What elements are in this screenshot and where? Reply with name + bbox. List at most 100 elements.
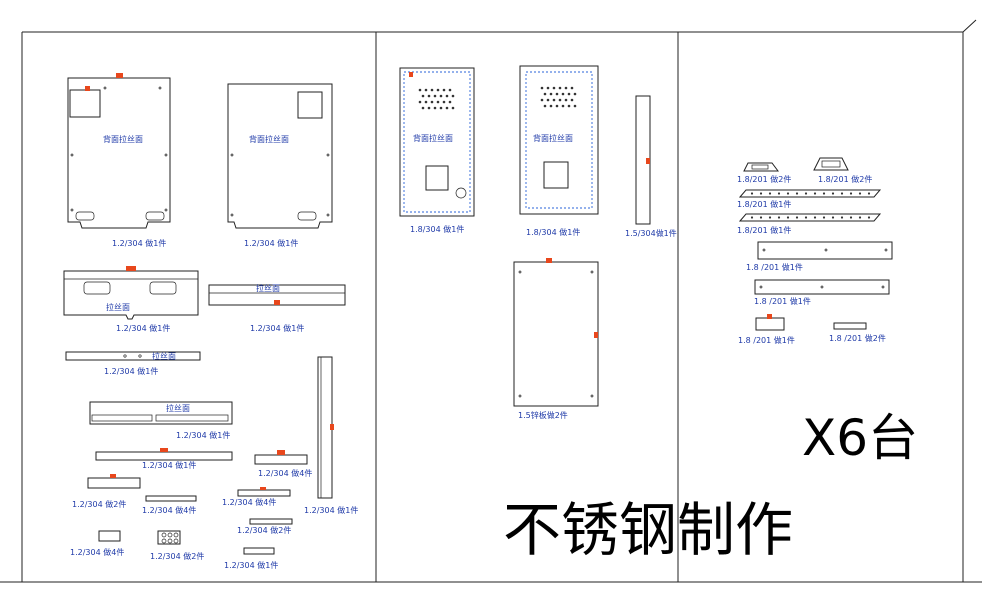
zinc-plate <box>513 258 599 407</box>
perforation-hole <box>552 98 556 102</box>
perforation-hole <box>561 104 565 108</box>
rail-hole <box>777 192 781 195</box>
rail-hole <box>849 216 853 219</box>
perforation-hole <box>570 86 574 90</box>
part-label: 1.2/304 做1件 <box>142 460 196 470</box>
part-label: 1.8/201 做2件 <box>818 174 872 184</box>
surface-text: 拉丝面 <box>152 351 176 361</box>
left-panel: 背面拉丝面 背面拉丝面 1.2/304 做1件 1.2/304 做1件 拉丝面 … <box>63 73 358 570</box>
vertical-post <box>317 356 334 499</box>
clip-r1 <box>755 314 785 331</box>
perforation-hole <box>448 88 452 92</box>
back-panel-1: 背面拉丝面 <box>67 73 171 229</box>
perforation-hole <box>451 94 455 98</box>
part-label: 1.5/304做1件 <box>625 228 677 238</box>
part-label: 1.2/304 做1件 <box>250 323 304 333</box>
part-label: 1.2/304 做4件 <box>258 468 312 478</box>
part-label: 1.8 /201 做1件 <box>738 335 795 345</box>
part-label: 1.8 /201 做1件 <box>754 296 811 306</box>
surface-text: 背面拉丝面 <box>103 134 143 144</box>
rail-hole <box>813 192 817 195</box>
perforation-hole <box>540 98 544 102</box>
small-bracket <box>249 518 293 525</box>
perforation-hole <box>573 92 577 96</box>
part-label: 1.2/304 做4件 <box>222 497 276 507</box>
perforation-hole <box>543 104 547 108</box>
rail-hole <box>849 192 853 195</box>
middle-panel: 背面拉丝面 1.8/304 做1件 背面拉丝面 1.8/304 做1件 1.5/… <box>399 65 677 420</box>
clip-a <box>254 450 308 465</box>
perforation-hole <box>424 88 428 92</box>
rail-hole <box>831 216 835 219</box>
tab-part <box>98 530 121 542</box>
part-label: 1.2/304 做4件 <box>70 547 124 557</box>
part-label: 1.8/304 做1件 <box>526 227 580 237</box>
rail-hole <box>750 192 754 195</box>
perforation-hole <box>436 88 440 92</box>
perforation-hole <box>555 92 559 96</box>
perforation-hole <box>442 100 446 104</box>
rail-hole <box>759 192 763 195</box>
perforation-hole <box>439 106 443 110</box>
plate-r1 <box>757 241 893 260</box>
part-label: 1.8/201 做1件 <box>737 199 791 209</box>
rail-hole <box>813 216 817 219</box>
rail-hole <box>750 216 754 219</box>
perforation-hole <box>561 92 565 96</box>
part-label: 1.8/201 做1件 <box>737 225 791 235</box>
perforation-hole <box>540 86 544 90</box>
perforation-hole <box>567 104 571 108</box>
perforation-hole <box>442 88 446 92</box>
rail-hole <box>759 216 763 219</box>
perforation-hole <box>451 106 455 110</box>
perforation-hole <box>421 94 425 98</box>
perforation-hole <box>546 98 550 102</box>
part-label: 1.2/304 做1件 <box>104 366 158 376</box>
part-label: 1.2/304 做2件 <box>237 525 291 535</box>
strip-3: 拉丝面 <box>89 401 233 425</box>
rail-r2 <box>738 213 882 222</box>
perforation-hole <box>436 100 440 104</box>
clip-c <box>237 487 291 497</box>
rail-hole <box>822 216 826 219</box>
rail-hole <box>831 192 835 195</box>
part-label: 1.8/304 做1件 <box>410 224 464 234</box>
perforation-hole <box>558 86 562 90</box>
perforation-hole <box>445 94 449 98</box>
part-label: 1.2/304 做1件 <box>224 560 278 570</box>
perforation-hole <box>558 98 562 102</box>
perforation-hole <box>564 98 568 102</box>
rail-hole <box>795 216 799 219</box>
perforation-hole <box>546 86 550 90</box>
perforation-hole <box>427 94 431 98</box>
part-label: 1.2/304 做1件 <box>112 238 166 248</box>
rail-hole <box>804 192 808 195</box>
perforation-hole <box>430 88 434 92</box>
surface-text: 拉丝面 <box>166 403 190 413</box>
surface-text: 拉丝面 <box>106 302 130 312</box>
bar-b <box>87 474 141 489</box>
surface-text: 背面拉丝面 <box>533 133 573 143</box>
part-label: 1.8 /201 做2件 <box>829 333 886 343</box>
part-label: 1.5锌板做2件 <box>518 410 568 420</box>
small-plate <box>243 547 275 555</box>
title-headline: 不锈钢制作 <box>503 496 793 564</box>
rail-hole <box>804 216 808 219</box>
part-label: 1.2/304 做1件 <box>116 323 170 333</box>
rail-hole <box>840 192 844 195</box>
rail-hole <box>858 192 862 195</box>
perforation-hole <box>552 86 556 90</box>
perforation-hole <box>448 100 452 104</box>
bracket-r2 <box>813 157 849 171</box>
perforation-hole <box>567 92 571 96</box>
part-label: 1.8/201 做2件 <box>737 174 791 184</box>
part-label: 1.2/304 做1件 <box>304 505 358 515</box>
sheet-frame <box>0 19 982 583</box>
rail-hole <box>822 192 826 195</box>
perforation-hole <box>549 92 553 96</box>
perforated-strip <box>145 495 197 502</box>
part-label: 1.2/304 做2件 <box>72 499 126 509</box>
perforation-hole <box>427 106 431 110</box>
front-panel-1: 背面拉丝面 <box>399 67 475 217</box>
